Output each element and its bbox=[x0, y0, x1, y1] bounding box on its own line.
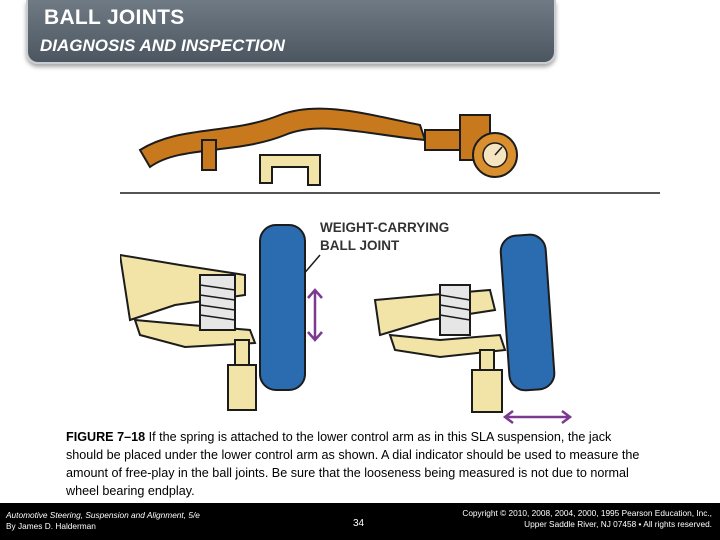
slide-title: BALL JOINTS bbox=[44, 6, 185, 29]
footer-book-info: Automotive Steering, Suspension and Alig… bbox=[6, 510, 200, 532]
copyright-line-2: Upper Saddle River, NJ 07458 • All right… bbox=[524, 519, 712, 529]
right-coil-spring bbox=[439, 284, 471, 336]
left-coil-spring bbox=[199, 274, 236, 331]
footer-author: By James D. Halderman bbox=[6, 521, 96, 531]
c-clamp bbox=[259, 154, 321, 186]
figure-caption: FIGURE 7–18 If the spring is attached to… bbox=[66, 428, 641, 500]
page-number: 34 bbox=[353, 518, 365, 529]
left-upper-arm bbox=[120, 253, 246, 322]
slide-subtitle: DIAGNOSIS AND INSPECTION bbox=[40, 36, 285, 55]
left-lower-arm bbox=[133, 318, 257, 349]
figure-label: FIGURE 7–18 bbox=[66, 430, 146, 444]
right-lower-arm bbox=[388, 333, 507, 359]
right-floor-jack bbox=[471, 369, 503, 413]
right-suspension bbox=[373, 233, 573, 424]
vertical-play-arrow-icon bbox=[307, 288, 323, 342]
footer-book-title: Automotive Steering, Suspension and Alig… bbox=[6, 510, 200, 520]
footer-bar: Automotive Steering, Suspension and Alig… bbox=[0, 503, 720, 540]
figure-caption-text: If the spring is attached to the lower c… bbox=[66, 430, 640, 498]
suspension-illustration: WEIGHT-CARRYING BALL JOINT bbox=[120, 107, 660, 424]
dial-indicator-tool bbox=[138, 107, 518, 178]
right-tire bbox=[499, 233, 556, 392]
title-bar: BALL JOINTS DIAGNOSIS AND INSPECTION bbox=[26, 0, 556, 64]
left-floor-jack bbox=[227, 364, 257, 411]
left-suspension bbox=[120, 224, 323, 411]
callout-ball-joint: BALL JOINT bbox=[320, 238, 400, 253]
copyright-line-1: Copyright © 2010, 2008, 2004, 2000, 1995… bbox=[462, 508, 712, 518]
horizontal-play-arrow-icon bbox=[502, 410, 573, 424]
left-tire bbox=[259, 224, 306, 391]
footer-copyright: Copyright © 2010, 2008, 2004, 2000, 1995… bbox=[462, 508, 712, 530]
right-upper-arm bbox=[373, 288, 497, 337]
callout-weight-carrying: WEIGHT-CARRYING bbox=[320, 220, 449, 235]
